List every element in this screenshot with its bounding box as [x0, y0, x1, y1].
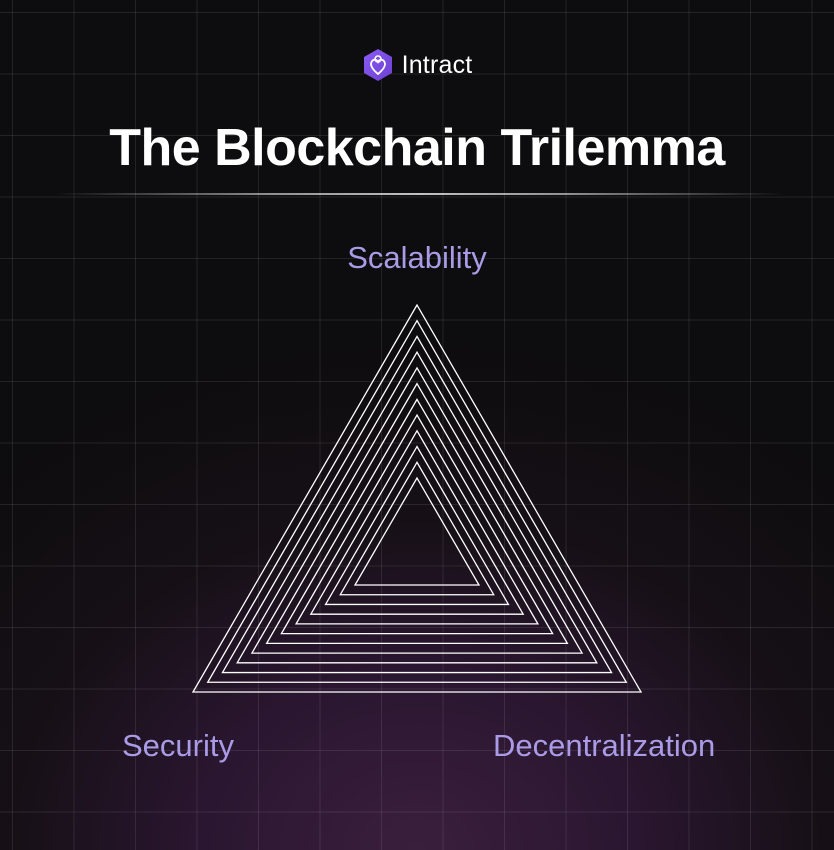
triangle-outline-2	[206, 319, 628, 683]
page-title: The Blockchain Trilemma	[109, 119, 725, 177]
triangle-outline-8	[294, 413, 540, 625]
triangle-outline-6	[265, 382, 569, 645]
triangle-outline-4	[236, 350, 598, 664]
triangle-outline-9	[309, 429, 525, 615]
triangle-outline-1	[191, 303, 643, 693]
hexagon-heart-icon	[363, 49, 392, 81]
triangle-outline-3	[221, 335, 613, 674]
triangle-outline-7	[280, 398, 554, 635]
triangle-outline-10	[324, 445, 510, 606]
triangle-outline-12	[353, 476, 481, 586]
vertex-label-scalability: Scalability	[347, 240, 487, 275]
brand-name: Intract	[401, 50, 473, 79]
vertex-label-decentralization: Decentralization	[493, 728, 716, 763]
title-divider	[55, 193, 785, 195]
triangle-outline-11	[339, 460, 495, 596]
triangle-outline-5	[250, 366, 584, 654]
brand: Intract	[0, 48, 834, 82]
vertex-label-security: Security	[122, 728, 234, 763]
